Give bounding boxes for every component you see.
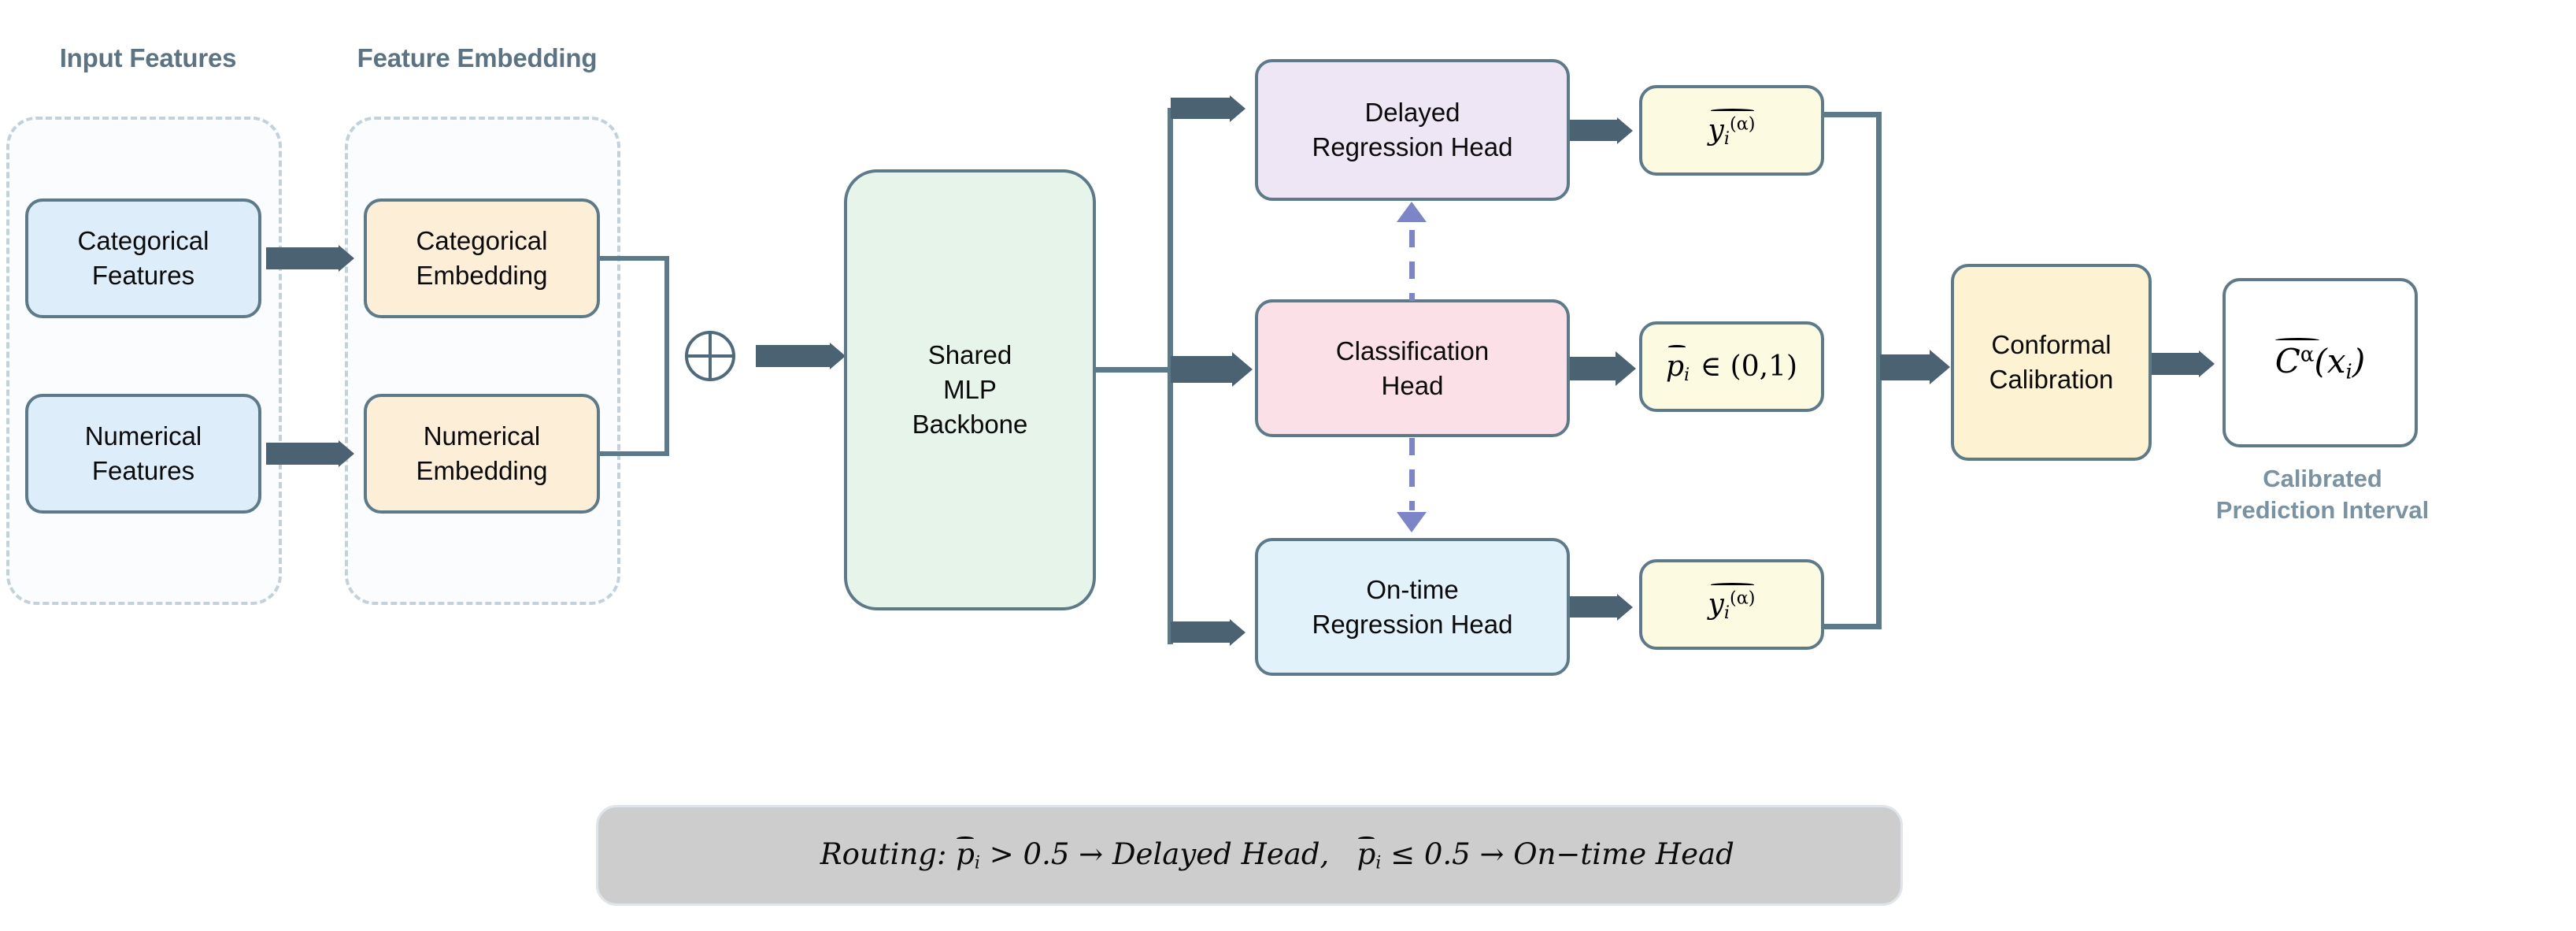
routing-arrow-up-head: [1397, 202, 1427, 222]
node-numerical-embedding-label: Numerical Embedding: [416, 421, 548, 485]
delayed-y-base: y: [1708, 113, 1724, 147]
node-numerical-features[interactable]: Numerical Features: [25, 394, 261, 514]
input-features-group: [6, 117, 282, 605]
output-classification-probability-expr: pi ∈ (0,1): [1665, 344, 1798, 388]
node-classification-head[interactable]: Classification Head: [1255, 299, 1570, 437]
arrow-numerical-to-embedding-head: [339, 440, 354, 467]
merge-vertical-segment: [664, 256, 669, 456]
calib-merge-spine: [1876, 112, 1882, 629]
prob-interval: ∈ (0,1): [1691, 350, 1798, 383]
arrow-delayed-to-output-head: [1617, 117, 1633, 144]
prob-p-base: p: [1665, 350, 1684, 383]
routing-prefix: Routing:: [820, 837, 947, 872]
node-ontime-regression-head[interactable]: On-time Regression Head: [1255, 538, 1570, 676]
node-categorical-features[interactable]: Categorical Features: [25, 198, 261, 318]
calib-merge-top: [1824, 112, 1881, 117]
ontime-y-sup: (α): [1730, 588, 1756, 609]
arrow-ontime-to-output: [1570, 596, 1617, 618]
arrow-backbone-to-classification-head: [1232, 352, 1253, 387]
final-close-paren: ): [2352, 342, 2366, 381]
arrow-calibration-to-final-head: [2199, 351, 2215, 377]
node-categorical-features-label: Categorical Features: [77, 226, 209, 290]
final-c-sup: α: [2300, 343, 2315, 367]
ontime-y-sub: i: [1723, 602, 1730, 623]
arrow-classification-to-output: [1570, 357, 1616, 380]
final-x-sub: i: [2345, 360, 2352, 384]
arrow-categorical-to-embedding-head: [339, 245, 354, 272]
routing-rule-text: Routing: pi > 0.5 → Delayed Head, pi ≤ 0…: [764, 803, 1734, 907]
arrow-backbone-to-ontime-head: [1230, 619, 1245, 646]
node-delayed-regression-head-label: Delayed Regression Head: [1312, 98, 1513, 161]
concat-oplus-icon: [685, 331, 735, 381]
node-delayed-regression-head[interactable]: Delayed Regression Head: [1255, 59, 1570, 201]
routing-cond1-var: p: [956, 837, 975, 872]
arrow-backbone-to-classification: [1171, 356, 1232, 383]
node-numerical-features-label: Numerical Features: [84, 421, 202, 485]
routing-cond2-var: p: [1356, 837, 1376, 872]
delayed-y-sup: (α): [1730, 113, 1756, 135]
arrow-oplus-to-backbone: [756, 345, 830, 367]
node-conformal-calibration[interactable]: Conformal Calibration: [1951, 264, 2152, 461]
arrow-categorical-to-embedding: [266, 247, 339, 269]
fanout-stem: [1094, 367, 1170, 373]
arrow-backbone-to-delayed-head: [1230, 95, 1245, 122]
arrow-backbone-to-ontime: [1171, 621, 1230, 643]
routing-cond2-sub: i: [1375, 852, 1382, 874]
output-ontime-prediction-expr: yi(α): [1708, 582, 1756, 625]
output-ontime-prediction[interactable]: yi(α): [1639, 559, 1824, 650]
node-shared-mlp-backbone[interactable]: Shared MLP Backbone: [844, 169, 1096, 610]
delayed-y-sub: i: [1723, 128, 1730, 149]
routing-cond1-sub: i: [974, 852, 980, 874]
arrow-numerical-to-embedding: [266, 443, 339, 465]
arrow-backbone-to-delayed: [1171, 98, 1230, 119]
section-title-input-features: Input Features: [59, 43, 237, 72]
routing-arrow-down-head: [1397, 512, 1427, 532]
node-shared-mlp-backbone-label: Shared MLP Backbone: [912, 340, 1028, 439]
output-calibrated-interval-expr: Cα (xi): [2274, 338, 2366, 386]
node-classification-head-label: Classification Head: [1335, 336, 1490, 400]
merge-top-segment: [600, 256, 669, 261]
merge-bottom-segment: [600, 451, 669, 456]
node-categorical-embedding[interactable]: Categorical Embedding: [364, 198, 600, 318]
output-calibrated-interval[interactable]: Cα (xi): [2223, 278, 2418, 447]
output-classification-probability[interactable]: pi ∈ (0,1): [1639, 321, 1824, 412]
node-numerical-embedding[interactable]: Numerical Embedding: [364, 394, 600, 514]
final-open-paren: (x: [2314, 342, 2346, 381]
node-categorical-embedding-label: Categorical Embedding: [416, 226, 548, 290]
routing-cond2-rest: ≤ 0.5 → On−time Head: [1381, 837, 1734, 872]
prob-p-sub: i: [1684, 364, 1690, 385]
arrow-delayed-to-output: [1570, 120, 1617, 141]
arrow-merge-to-calibration-head: [1930, 350, 1950, 384]
fanout-spine: [1168, 108, 1173, 896]
node-conformal-calibration-label: Conformal Calibration: [1989, 330, 2114, 394]
arrow-ontime-to-output-head: [1617, 594, 1633, 621]
feature-embedding-group: [345, 117, 620, 605]
arrow-oplus-to-backbone-head: [830, 343, 846, 369]
calibrated-interval-caption: Calibrated Prediction Interval: [2215, 465, 2430, 524]
routing-arrow-up-line: [1409, 230, 1415, 301]
routing-arrow-down-line: [1409, 438, 1415, 510]
routing-rule-banner: Routing: pi > 0.5 → Delayed Head, pi ≤ 0…: [596, 805, 1903, 906]
arrow-classification-to-output-head: [1616, 351, 1636, 386]
calib-merge-bottom: [1824, 624, 1881, 629]
final-c-base: C: [2274, 342, 2300, 381]
ontime-y-base: y: [1708, 588, 1724, 621]
arrow-calibration-to-final: [2152, 353, 2199, 375]
output-delayed-prediction[interactable]: yi(α): [1639, 85, 1824, 176]
routing-cond1-rest: > 0.5 → Delayed Head,: [980, 837, 1330, 872]
output-delayed-prediction-expr: yi(α): [1708, 108, 1756, 151]
arrow-merge-to-calibration: [1880, 354, 1930, 380]
section-title-feature-embedding: Feature Embedding: [357, 43, 598, 72]
node-ontime-regression-head-label: On-time Regression Head: [1312, 574, 1513, 639]
